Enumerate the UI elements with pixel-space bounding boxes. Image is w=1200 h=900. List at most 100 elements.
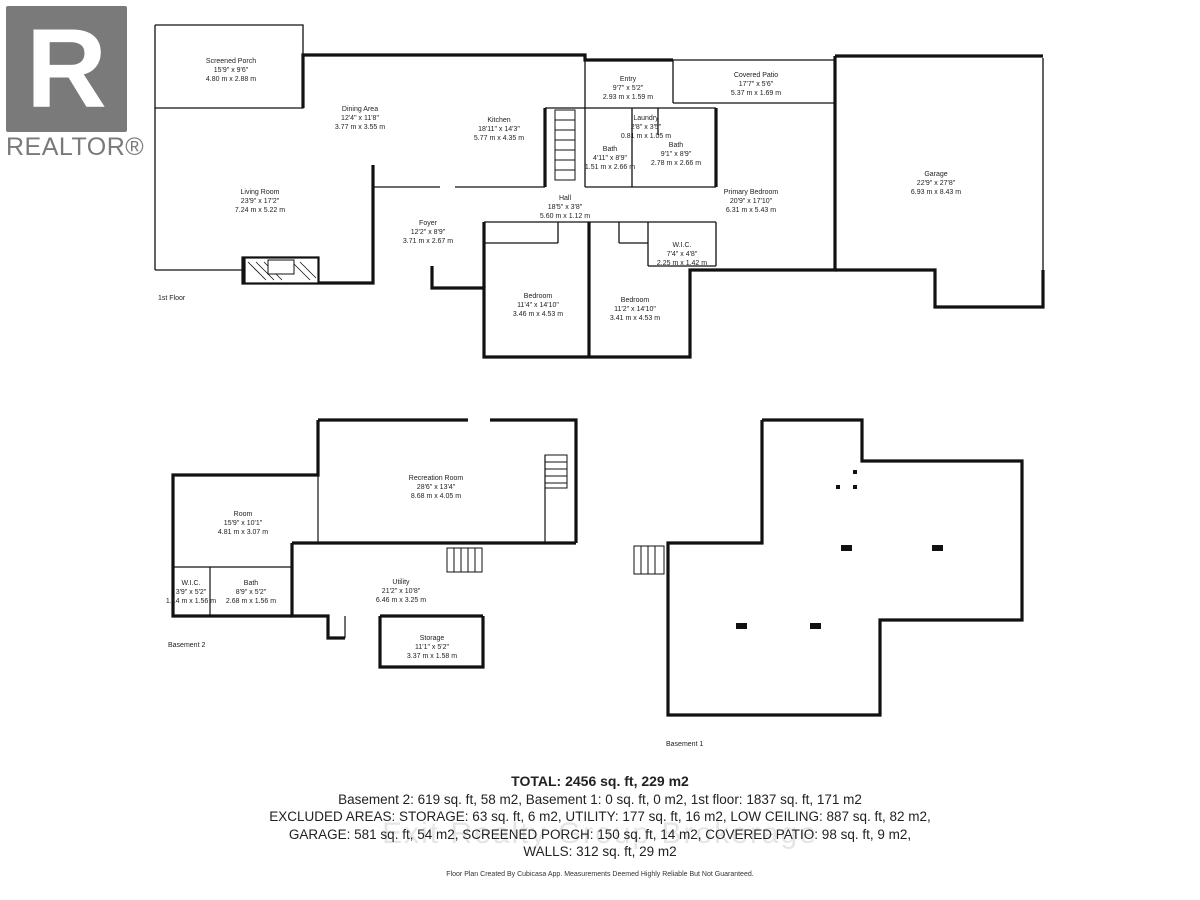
walls-area-line: WALLS: 312 sq. ft, 29 m2	[523, 844, 677, 859]
room-metric: 2.25 m x 1.42 m	[656, 260, 708, 267]
room-covered-patio: Covered Patio 17'7" x 5'6" 5.37 m x 1.69…	[731, 71, 781, 98]
room-imperial: 12'4" x 11'8"	[341, 115, 379, 122]
room-metric: 3.71 m x 2.67 m	[402, 238, 454, 245]
room-metric: 6.46 m x 3.25 m	[375, 597, 427, 604]
room-bath-one: Bath 4'11" x 8'9" 1.51 m x 2.66 m	[585, 145, 635, 172]
room-metric: 4.80 m x 2.88 m	[205, 76, 257, 83]
room-utility: Utility 21'2" x 10'8" 6.46 m x 3.25 m	[376, 578, 426, 605]
room-name: Foyer	[419, 220, 437, 227]
floor-areas-line: Basement 2: 619 sq. ft, 58 m2, Basement …	[338, 791, 862, 807]
basement-two-label: Basement 2	[168, 642, 206, 649]
room-imperial: 7'4" x 4'8"	[666, 251, 698, 258]
basement-one-walls	[666, 418, 1024, 717]
room-screened-porch: Screened Porch 15'9" x 9'6" 4.80 m x 2.8…	[206, 57, 256, 84]
room-name: Living Room	[240, 189, 280, 196]
room-imperial: 8'9" x 5'2"	[235, 589, 267, 596]
room-recreation-room: Recreation Room 28'6" x 13'4" 8.68 m x 4…	[409, 474, 463, 501]
room-name: Room	[233, 511, 253, 518]
room-name: Bath	[243, 580, 259, 587]
watermark: Exit Realty Group Brokerage	[382, 817, 818, 850]
room-name: Bedroom	[620, 297, 650, 304]
room-metric: 1.14 m x 1.56 m	[165, 598, 217, 605]
kitchen-stairs	[554, 109, 576, 181]
room-imperial: 22'9" x 27'8"	[916, 180, 956, 187]
room-imperial: 9'7" x 5'2"	[612, 85, 644, 92]
room-garage: Garage 22'9" x 27'8" 6.93 m x 8.43 m	[911, 170, 961, 197]
room-imperial: 18'11" x 14'3"	[478, 126, 520, 133]
excluded-areas-line: EXCLUDED AREAS: STORAGE: 63 sq. ft, 6 m2…	[269, 809, 931, 824]
room-imperial: 23'9" x 17'2"	[240, 198, 280, 205]
realtor-logo-word: REALTOR®	[6, 133, 145, 161]
room-name: Dining Area	[341, 106, 379, 113]
basement-one-label: Basement 1	[666, 741, 704, 748]
room-entry: Entry 9'7" x 5'2" 2.93 m x 1.59 m	[603, 75, 653, 102]
room-name: Utility	[392, 579, 410, 586]
fireplace	[244, 257, 319, 284]
basement-two-walls	[171, 418, 578, 669]
room-name: Kitchen	[487, 117, 511, 124]
room-name: Recreation Room	[408, 475, 464, 482]
room-imperial: 15'9" x 10'1"	[223, 520, 263, 527]
room-imperial: 11'4" x 14'10"	[517, 302, 559, 309]
room-metric: 6.93 m x 8.43 m	[910, 189, 962, 196]
room-imperial: 20'9" x 17'10"	[729, 198, 773, 205]
room-name: Covered Patio	[733, 72, 779, 79]
room-imperial: 2'8" x 3'5"	[630, 124, 662, 131]
room-imperial: 11'2" x 14'10"	[614, 306, 656, 313]
room-metric: 2.78 m x 2.66 m	[650, 160, 702, 167]
basement-stairs	[446, 454, 568, 573]
room-metric: 7.24 m x 5.22 m	[234, 207, 286, 214]
room-primary-bedroom: Primary Bedroom 20'9" x 17'10" 6.31 m x …	[724, 188, 778, 215]
room-metric: 2.93 m x 1.59 m	[602, 94, 654, 101]
room-imperial: 11'1" x 5'2"	[415, 644, 449, 651]
room-imperial: 15'9" x 9'6"	[213, 67, 249, 74]
room-foyer: Foyer 12'2" x 8'9" 3.71 m x 2.67 m	[403, 219, 453, 246]
room-metric: 3.41 m x 4.53 m	[609, 315, 661, 322]
room-imperial: 21'2" x 10'8"	[381, 588, 421, 595]
room-imperial: 28'6" x 13'4"	[416, 484, 456, 491]
room-living-room: Living Room 23'9" x 17'2" 7.24 m x 5.22 …	[235, 188, 285, 215]
room-name: W.I.C.	[181, 580, 201, 587]
basement-one-columns	[736, 470, 943, 629]
room-imperial: 9'1" x 8'9"	[660, 151, 692, 158]
room-imperial: 12'2" x 8'9"	[410, 229, 446, 236]
room-name: Screened Porch	[205, 58, 257, 65]
realtor-logo-tile: R	[6, 6, 127, 132]
room-metric: 5.60 m x 1.12 m	[539, 213, 591, 220]
room-metric: 5.77 m x 4.35 m	[473, 135, 525, 142]
room-bath-two: Bath 9'1" x 8'9" 2.78 m x 2.66 m	[651, 141, 701, 168]
first-floor-label: 1st Floor	[158, 295, 186, 302]
room-name: Storage	[419, 635, 445, 642]
room-name: Garage	[924, 171, 948, 178]
room-name: Bath	[668, 142, 684, 149]
room-metric: 3.77 m x 3.55 m	[334, 124, 386, 131]
room-metric: 3.46 m x 4.53 m	[512, 311, 564, 318]
room-room: Room 15'9" x 10'1" 4.81 m x 3.07 m	[218, 510, 268, 537]
room-wic-one: W.I.C. 7'4" x 4'8" 2.25 m x 1.42 m	[657, 241, 707, 268]
basement-one-stairs	[633, 545, 665, 575]
realtor-logo-mark: R	[26, 6, 107, 131]
basement-two-thin-walls	[173, 455, 546, 638]
room-name: Bath	[602, 146, 618, 153]
room-name: Hall	[558, 195, 572, 202]
room-metric: 1.51 m x 2.66 m	[584, 164, 636, 171]
realtor-logo: R REALTOR®	[0, 0, 144, 165]
room-name: Primary Bedroom	[723, 189, 779, 196]
room-hall: Hall 18'5" x 3'8" 5.60 m x 1.12 m	[540, 194, 590, 221]
room-name: Laundry	[633, 115, 659, 122]
room-kitchen: Kitchen 18'11" x 14'3" 5.77 m x 4.35 m	[474, 116, 524, 143]
room-metric: 8.68 m x 4.05 m	[410, 493, 462, 500]
excluded-areas-line-2: GARAGE: 581 sq. ft, 54 m2, SCREENED PORC…	[288, 826, 912, 842]
room-metric: 6.31 m x 5.43 m	[725, 207, 777, 214]
room-metric: 5.37 m x 1.69 m	[730, 90, 782, 97]
credit-note: Floor Plan Created By Cubicasa App. Meas…	[446, 871, 754, 878]
room-bath-three: Bath 8'9" x 5'2" 2.68 m x 1.56 m	[226, 579, 276, 606]
room-imperial: 18'5" x 3'8"	[547, 204, 583, 211]
total-area-title: TOTAL: 2456 sq. ft, 229 m2	[511, 773, 689, 789]
room-metric: 0.81 m x 1.05 m	[620, 133, 672, 140]
room-imperial: 17'7" x 5'6"	[738, 81, 774, 88]
room-name: Bedroom	[523, 293, 553, 300]
room-bedroom-two: Bedroom 11'2" x 14'10" 3.41 m x 4.53 m	[610, 296, 660, 323]
room-storage: Storage 11'1" x 5'2" 3.37 m x 1.58 m	[407, 634, 457, 661]
